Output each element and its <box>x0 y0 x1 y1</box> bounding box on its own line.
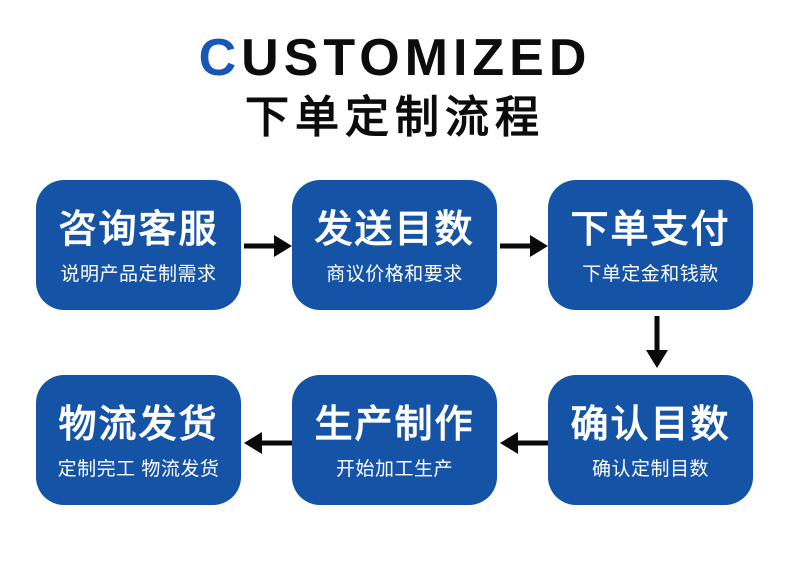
step-label: 物流发货 <box>58 403 219 446</box>
step-production: 生产制作 开始加工生产 <box>292 375 497 505</box>
arrow-right-icon <box>500 230 548 262</box>
step-logistics-shipping: 物流发货 定制完工 物流发货 <box>36 375 241 505</box>
page-title: CUSTOMIZED <box>0 29 790 87</box>
step-place-order-pay: 下单支付 下单定金和钱款 <box>548 180 753 310</box>
title-accent-letter: C <box>198 29 242 87</box>
arrow-right-icon <box>244 230 292 262</box>
step-desc: 说明产品定制需求 <box>60 263 217 285</box>
step-label: 咨询客服 <box>58 208 219 251</box>
arrow-down-icon <box>641 316 673 368</box>
step-desc: 定制完工 物流发货 <box>57 458 220 480</box>
step-send-mesh-count: 发送目数 商议价格和要求 <box>292 180 497 310</box>
page-subtitle: 下单定制流程 <box>245 93 545 142</box>
step-label: 生产制作 <box>314 403 475 446</box>
step-label: 确认目数 <box>570 403 731 446</box>
step-desc: 确认定制目数 <box>591 458 709 480</box>
title-rest: USTOMIZED <box>241 29 592 87</box>
arrow-left-icon <box>244 427 292 459</box>
step-label: 发送目数 <box>314 208 475 251</box>
step-desc: 商议价格和要求 <box>326 263 463 285</box>
step-consult-service: 咨询客服 说明产品定制需求 <box>36 180 241 310</box>
arrow-left-icon <box>500 427 548 459</box>
step-desc: 下单定金和钱款 <box>582 263 719 285</box>
step-desc: 开始加工生产 <box>335 458 453 480</box>
step-label: 下单支付 <box>570 208 731 251</box>
step-confirm-mesh-count: 确认目数 确认定制目数 <box>548 375 753 505</box>
